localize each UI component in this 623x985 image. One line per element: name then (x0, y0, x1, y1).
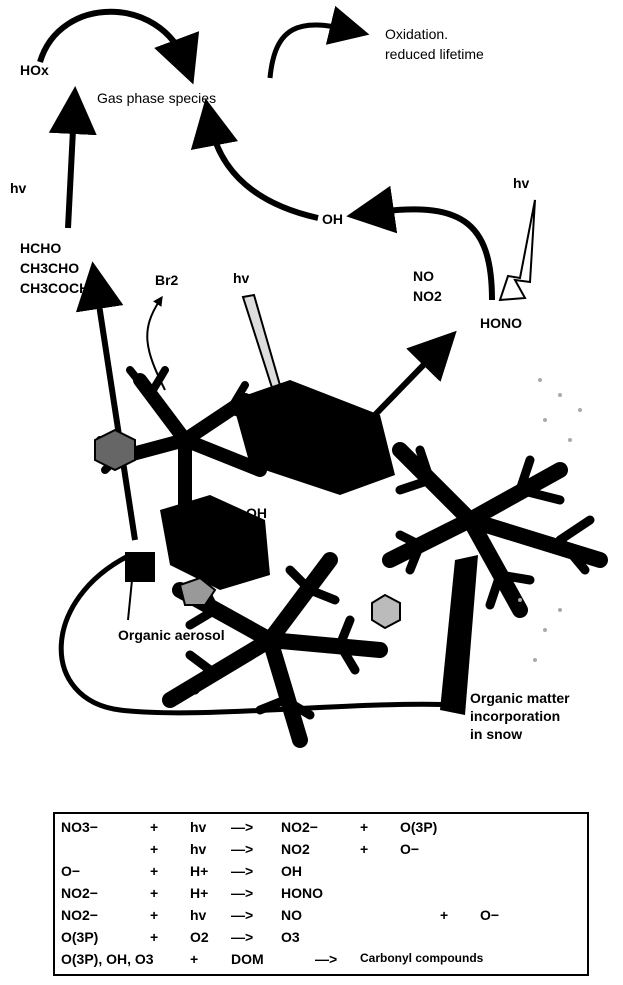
no-label: NO (413, 268, 434, 284)
aerosol-to-carbonyls-arrow (96, 285, 135, 540)
hv-right-label: hv (513, 175, 529, 191)
ch3coch3-label: CH3COCH3 (20, 280, 97, 296)
ch3cho-label: CH3CHO (20, 260, 79, 276)
hv-right-hollow-arrow (500, 200, 535, 300)
upper-box (232, 380, 395, 495)
gas-phase-species-label: Gas phase species (97, 90, 216, 106)
aerosol-pointer (128, 580, 132, 620)
hono-to-oh-arrow (370, 209, 492, 300)
oh-top-label: OH (322, 211, 343, 227)
hox-to-gas-arrow (40, 12, 185, 62)
hv-left-label: hv (10, 180, 26, 196)
reactions-table: NO3− + hv —> NO2− + O(3P) + hv —> NO2 + … (53, 812, 589, 976)
organic-matter-label-3: in snow (470, 726, 522, 742)
reaction-row: + hv —> NO2 + O− (55, 841, 587, 861)
oxidation-label: Oxidation. (385, 26, 448, 42)
gas-to-oxidation-arrow (270, 25, 350, 78)
organic-matter-label-2: incorporation (470, 708, 560, 724)
organic-matter-label-1: Organic matter (470, 690, 570, 706)
snowflake-right (390, 450, 600, 610)
snow-speckle (518, 378, 582, 662)
box-to-nox-arrow (370, 348, 440, 420)
organic-aerosol-label: Organic aerosol (118, 627, 225, 643)
reaction-row: O(3P) + O2 —> O3 (55, 929, 587, 949)
hexagon-right (372, 595, 400, 628)
hcho-label: HCHO (20, 240, 61, 256)
hexagon-left (95, 430, 135, 470)
reaction-row: NO2− + hv —> NO + O− (55, 907, 587, 927)
br2-label: Br2 (155, 272, 178, 288)
hono-label: HONO (480, 315, 522, 331)
no2-label: NO2 (413, 288, 442, 304)
carbonyls-to-hox-arrow (68, 110, 74, 228)
hox-label: HOx (20, 62, 49, 78)
oh-to-gas-arrow (210, 122, 318, 218)
reaction-row: NO2− + H+ —> HONO (55, 885, 587, 905)
reduced-lifetime-label: reduced lifetime (385, 46, 484, 62)
oh-flake-label: OH (246, 505, 267, 521)
reaction-row: O− + H+ —> OH (55, 863, 587, 883)
hv-middle-label: hv (233, 270, 249, 286)
reaction-row: NO3− + hv —> NO2− + O(3P) (55, 819, 587, 839)
reaction-row-last: O(3P), OH, O3 + DOM —> Carbonyl compound… (55, 951, 587, 971)
snow-photochemistry-diagram (0, 0, 623, 800)
